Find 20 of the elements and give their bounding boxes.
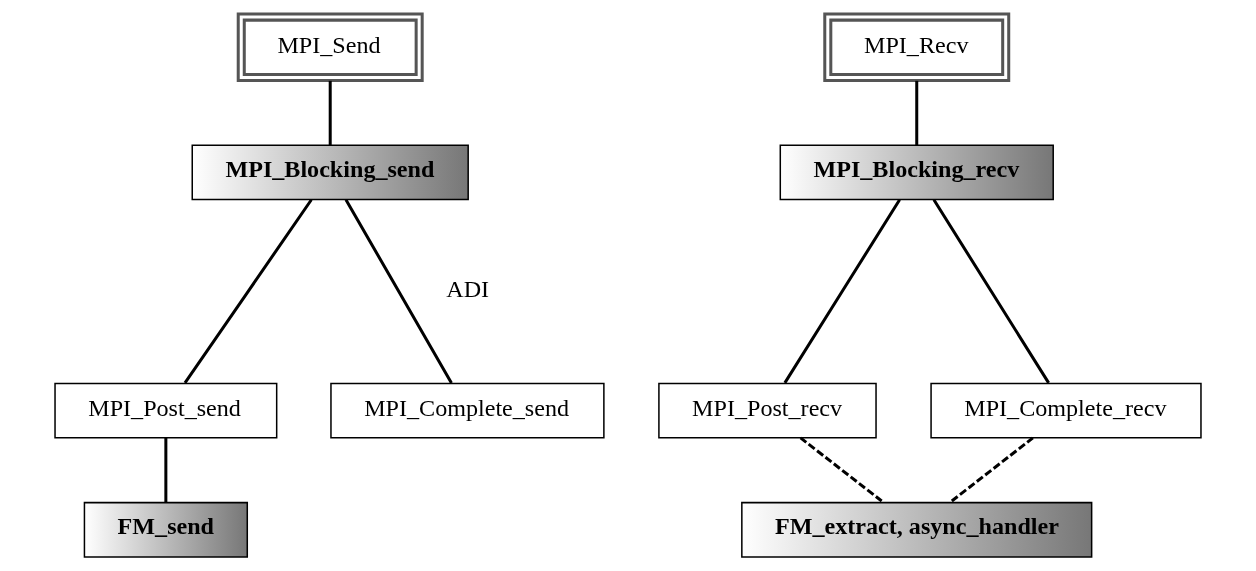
node-box: MPI_Recv: [823, 12, 1011, 82]
node-box: MPI_Post_send: [54, 382, 278, 439]
node-box: MPI_Send: [236, 12, 424, 82]
node-box: FM_send: [83, 501, 249, 558]
connector: [783, 198, 901, 384]
connector: [164, 437, 168, 503]
node-box: MPI_Complete_recv: [930, 382, 1202, 439]
connector: [799, 436, 885, 504]
label: ADI: [446, 276, 490, 303]
connector: [344, 199, 453, 384]
node-box: MPI_Blocking_recv: [779, 144, 1054, 201]
connector: [915, 80, 919, 146]
node-box: FM_extract, async_handler: [741, 501, 1093, 558]
node-box: MPI_Post_recv: [658, 382, 877, 439]
node-box: MPI_Complete_send: [330, 382, 605, 439]
connector: [183, 198, 313, 384]
connector: [932, 198, 1050, 384]
node-box: MPI_Blocking_send: [191, 144, 469, 201]
connector: [948, 436, 1034, 504]
connector: [328, 80, 332, 146]
